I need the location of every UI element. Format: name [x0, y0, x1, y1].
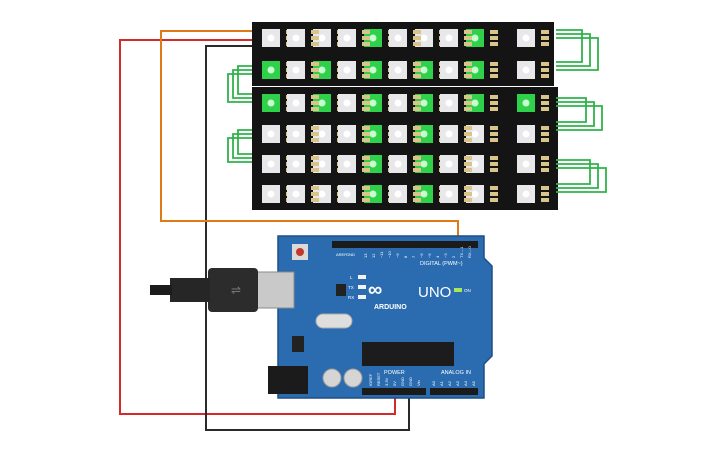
usb-icon: ⇌	[231, 283, 241, 297]
wires	[119, 30, 459, 431]
pin-label: ~9	[395, 253, 400, 258]
pin-label: 2	[451, 255, 456, 258]
pin-label: IOREF	[368, 373, 373, 386]
usb-cable-plug	[208, 268, 258, 312]
arduino-uno-board[interactable]: ⇌ ∞ ARDUINO UNO DIGITAL (PWM~) ANALOG IN…	[150, 235, 493, 399]
jumper-wire[interactable]	[556, 167, 607, 193]
pin-label: 13	[363, 253, 368, 258]
digital-label: DIGITAL (PWM~)	[420, 261, 463, 267]
power-label: POWER	[384, 370, 405, 376]
logo-infinity-icon: ∞	[368, 279, 382, 301]
usb-chip	[336, 284, 346, 296]
pin-label: A2	[447, 380, 452, 386]
gnd-label: GND	[346, 252, 355, 257]
jumper-wire[interactable]	[232, 133, 252, 159]
pin-label: A5	[471, 380, 476, 386]
pin-label: RESET	[376, 372, 381, 386]
pin-label: GND	[408, 377, 413, 386]
wire-red-5v[interactable]	[119, 39, 396, 415]
pin-label: ~5	[427, 253, 432, 258]
pin-label: ~10	[387, 250, 392, 258]
pin-label: GND	[400, 377, 405, 386]
pin-label: TX→1	[459, 246, 464, 258]
wire-black-gnd[interactable]	[205, 45, 410, 431]
crystal	[315, 313, 353, 329]
pin-label: 5V	[392, 381, 397, 386]
strip-jumper-wires	[227, 29, 607, 193]
pin-label: ~3	[443, 253, 448, 258]
usb-connector[interactable]	[255, 271, 295, 309]
atmega-chip	[362, 342, 454, 366]
usb-cable-sleeve	[170, 278, 210, 302]
led-strip[interactable]	[252, 148, 558, 180]
power-header[interactable]	[362, 388, 426, 395]
jumper-wire[interactable]	[556, 37, 599, 71]
led-strip[interactable]	[252, 54, 554, 86]
jumper-wire[interactable]	[556, 105, 603, 131]
digital-header[interactable]	[332, 241, 478, 248]
jumper-wire[interactable]	[556, 101, 595, 127]
pin-label: A3	[455, 380, 460, 386]
jumper-wire[interactable]	[237, 129, 252, 155]
jumper-wire[interactable]	[556, 159, 591, 185]
tx-led-label: TX	[348, 285, 354, 290]
jumper-wire[interactable]	[556, 29, 583, 63]
pin-label: Vin	[416, 380, 421, 386]
brand-label: ARDUINO	[374, 304, 407, 311]
pin-label: ~6	[419, 253, 424, 258]
regulator	[292, 336, 304, 352]
power-jack[interactable]	[268, 366, 308, 394]
usb-cable	[150, 285, 172, 295]
jumper-wire[interactable]	[237, 65, 252, 95]
jumper-wire[interactable]	[556, 97, 587, 123]
model-label: UNO	[418, 284, 451, 301]
jumper-wire[interactable]	[556, 33, 591, 67]
jumper-wire[interactable]	[556, 163, 599, 189]
led-strip[interactable]	[252, 87, 558, 119]
pin-label: A1	[439, 380, 444, 386]
capacitor-2	[343, 368, 363, 388]
jumper-wire[interactable]	[227, 73, 252, 103]
on-led-label: ON	[464, 288, 471, 293]
pin-label: 8	[403, 255, 408, 258]
led-strip[interactable]	[252, 118, 558, 150]
pin-label: RX←0	[467, 245, 472, 258]
pin-label: 7	[411, 255, 416, 258]
analog-label: ANALOG IN	[441, 370, 471, 376]
jumper-wire[interactable]	[232, 69, 252, 99]
pin-label: A0	[431, 380, 436, 386]
pin-label: A4	[463, 380, 468, 386]
analog-header[interactable]	[430, 388, 478, 395]
pin-label: 12	[371, 253, 376, 258]
pin-label: ~11	[379, 251, 384, 258]
pin-label: 3.3V	[384, 377, 389, 386]
rx-led-label: RX	[348, 295, 354, 300]
led-strip[interactable]	[252, 178, 558, 210]
led-strip[interactable]	[252, 22, 554, 54]
capacitor-1	[322, 368, 342, 388]
wire-orange-data[interactable]	[160, 30, 459, 245]
pin-label: 4	[435, 255, 440, 258]
aref-label: AREF	[336, 252, 347, 257]
led-strips	[252, 22, 558, 210]
l-led-label: L	[350, 275, 353, 280]
jumper-wire[interactable]	[227, 137, 252, 163]
